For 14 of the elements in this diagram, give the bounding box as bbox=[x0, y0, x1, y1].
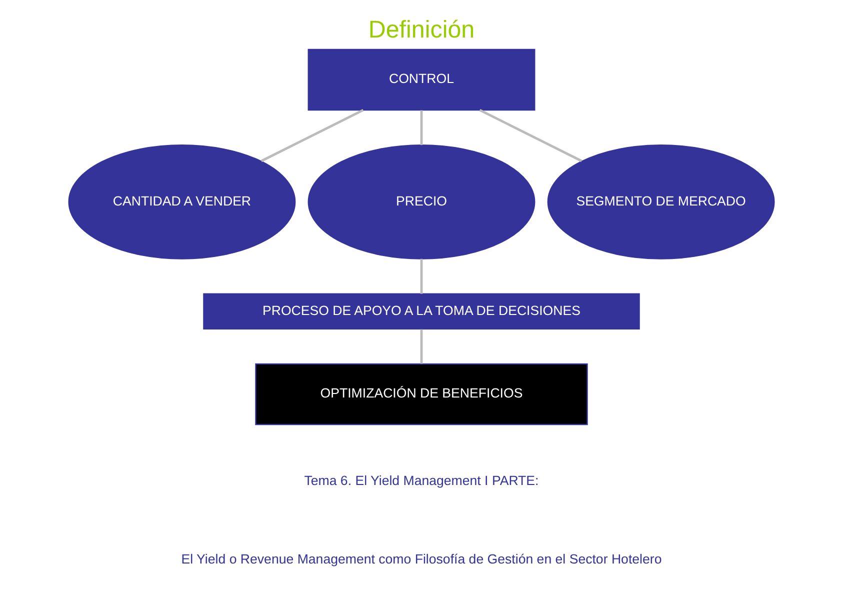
label: Tema 6. El Yield Management I PARTE: bbox=[304, 472, 538, 488]
node-ellipse: SEGMENTO DE MERCADO bbox=[546, 144, 774, 260]
connector bbox=[420, 329, 422, 364]
node-box: PROCESO DE APOYO A LA TOMA DE DECISIONES bbox=[202, 293, 640, 330]
connector bbox=[420, 110, 422, 146]
connector bbox=[420, 258, 422, 294]
node-box: OPTIMIZACIÓN DE BENEFICIOS bbox=[254, 363, 588, 426]
label: El Yield o Revenue Management como Filosofía de Gestión en el Sector Hotelero bbox=[180, 551, 662, 566]
node-box: CONTROL bbox=[307, 48, 535, 111]
diagram-title: Definición bbox=[368, 16, 474, 44]
node-ellipse: PRECIO bbox=[307, 144, 535, 260]
connector bbox=[260, 109, 364, 162]
connector bbox=[478, 109, 582, 162]
node-ellipse: CANTIDAD A VENDER bbox=[68, 144, 296, 260]
